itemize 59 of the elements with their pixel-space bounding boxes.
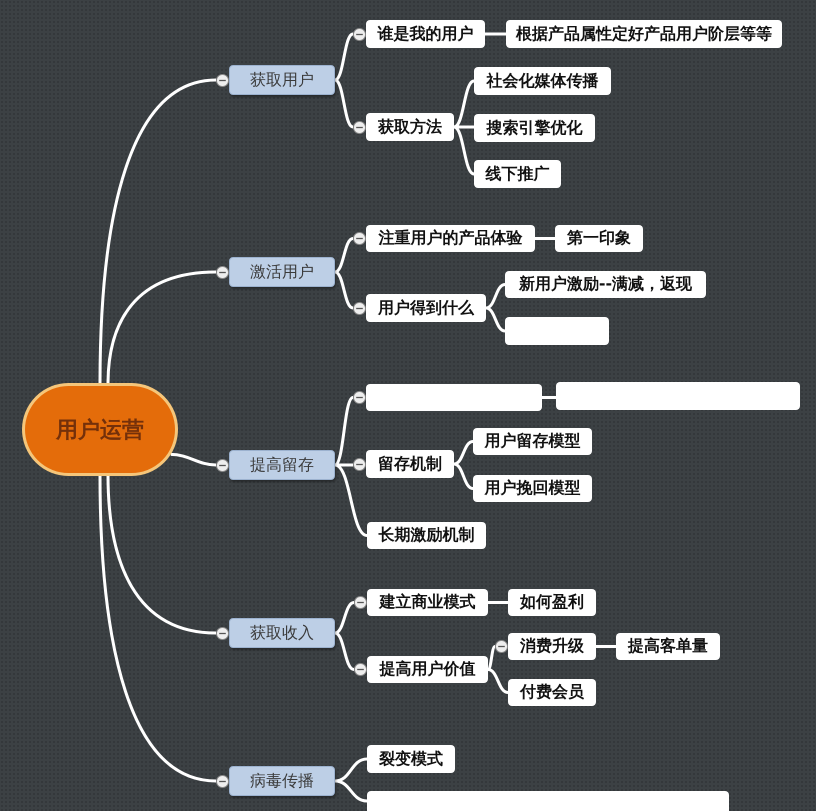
- branch-line: [98, 78, 216, 384]
- subtopic-box: 建立商业模式: [367, 589, 488, 616]
- branch-line: [334, 270, 354, 310]
- branch-line: [98, 474, 216, 782]
- topic-box: 获取收入: [229, 618, 335, 648]
- branch-line: [334, 32, 354, 82]
- subtopic-box: 用户得到什么: [366, 294, 486, 322]
- blank-box: [367, 791, 729, 811]
- topic-box: 提高留存: [229, 450, 335, 480]
- subtopic-box: 用户留存模型: [473, 428, 592, 455]
- subtopic-box: 谁是我的用户: [366, 20, 485, 48]
- blank-box: [366, 384, 542, 411]
- subtopic-box: 长期激励机制: [367, 522, 486, 549]
- branch-line: [453, 126, 475, 176]
- subtopic-box: 提高客单量: [616, 633, 720, 660]
- branch-line: [106, 270, 216, 384]
- subtopic-box: 注重用户的产品体验: [366, 225, 535, 252]
- branch-line: [486, 283, 506, 310]
- branch-line: [334, 396, 354, 466]
- topic-box: 激活用户: [229, 257, 335, 287]
- branch-line: [334, 78, 354, 128]
- subtopic-box: 第一印象: [555, 225, 643, 252]
- branch-line: [596, 645, 616, 648]
- branch-line: [485, 32, 506, 36]
- subtopic-box: 线下推广: [474, 160, 561, 188]
- topic-box: 病毒传播: [229, 766, 335, 796]
- branch-line: [334, 780, 368, 802]
- subtopic-box: 留存机制: [366, 450, 454, 478]
- subtopic-box: 提高用户价值: [367, 656, 488, 683]
- branch-line: [488, 601, 508, 604]
- topic-box: 获取用户: [229, 65, 335, 95]
- branch-line: [535, 237, 555, 240]
- blank-box: [556, 382, 800, 410]
- subtopic-box: 根据产品属性定好产品用户阶层等等: [506, 20, 782, 48]
- branch-line: [334, 758, 368, 782]
- subtopic-box: 用户挽回模型: [473, 475, 592, 502]
- subtopic-box: 付费会员: [508, 679, 596, 706]
- branch-line: [334, 632, 354, 671]
- branch-line: [334, 237, 354, 274]
- branch-line: [542, 396, 556, 399]
- subtopic-box: 获取方法: [366, 113, 454, 141]
- branch-line: [454, 462, 474, 490]
- branch-line: [454, 440, 474, 466]
- subtopic-box: 社会化媒体传播: [474, 67, 611, 95]
- subtopic-box: 裂变模式: [367, 745, 455, 773]
- branch-line: [488, 668, 508, 694]
- branch-line: [334, 601, 354, 634]
- branch-line: [486, 306, 506, 332]
- branch-line: [453, 80, 475, 128]
- subtopic-box: 新用户激励--满减，返现: [505, 271, 706, 298]
- branch-line: [487, 645, 496, 671]
- branch-line: [170, 452, 216, 466]
- blank-box: [505, 317, 609, 345]
- subtopic-box: 消费升级: [508, 633, 596, 660]
- branch-line: [106, 474, 216, 634]
- branch-line: [335, 464, 353, 466]
- branch-line: [334, 464, 368, 537]
- subtopic-box: 搜索引擎优化: [474, 114, 595, 142]
- subtopic-box: 如何盈利: [508, 589, 596, 616]
